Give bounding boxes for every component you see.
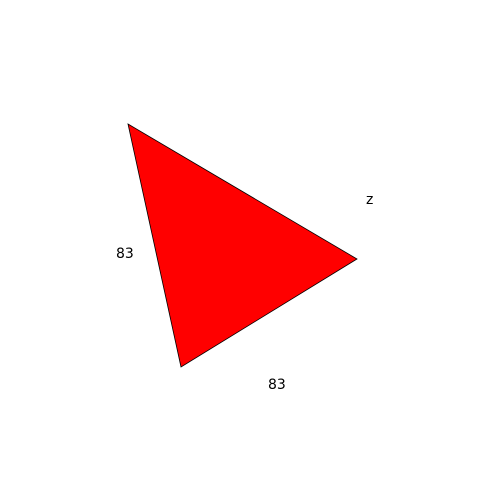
- right-side-variable-label: z: [366, 192, 374, 208]
- bottom-side-length-label: 83: [268, 377, 286, 393]
- left-side-length-label: 83: [116, 246, 134, 262]
- triangle-shape: [127, 123, 358, 368]
